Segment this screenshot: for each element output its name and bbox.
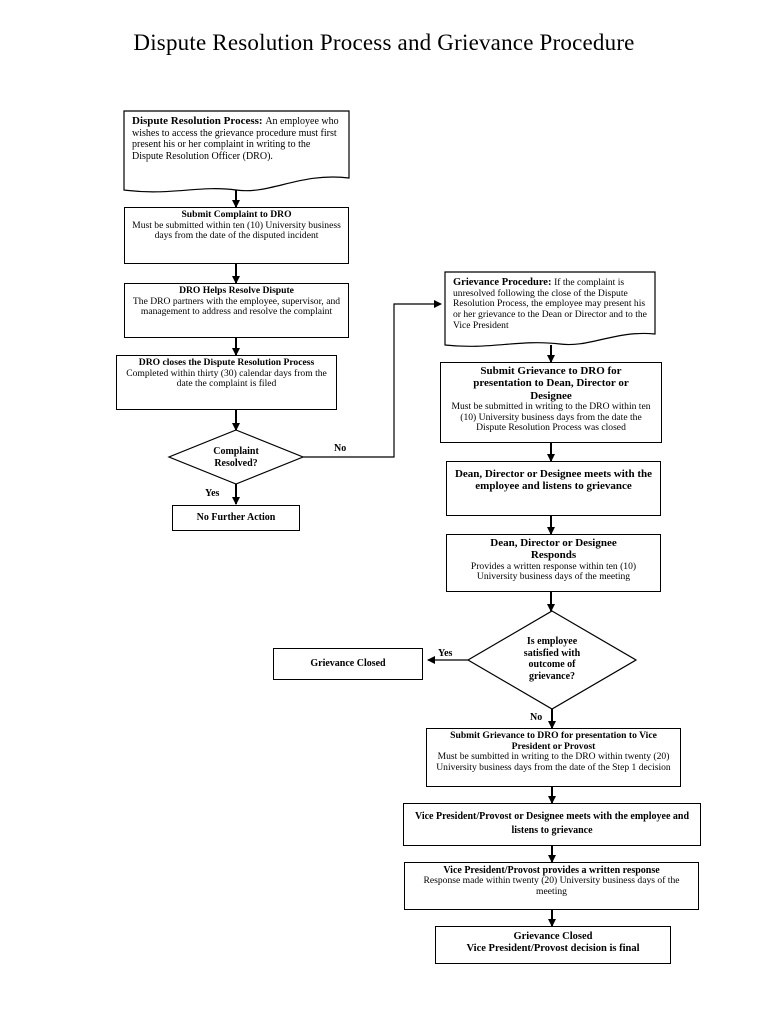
dean-responds-heading: Dean, Director or Designee Responds <box>490 537 617 562</box>
submit-grievance-dean-text: Must be submitted in writing to the DRO … <box>451 400 651 434</box>
complaint-resolved-diamond <box>167 429 305 485</box>
right-start-box: Grievance Procedure: If the complaint is… <box>445 273 655 337</box>
right-no-label: No <box>530 712 543 723</box>
vp-meets-box: Vice President/Provost or Designee meets… <box>403 803 701 846</box>
final-line2: Vice President/Provost decision is final <box>466 942 640 954</box>
submit-grievance-dean-box: Submit Grievance to DRO for presentation… <box>440 362 662 443</box>
dro-helps-heading: DRO Helps Resolve Dispute <box>179 285 294 296</box>
submit-complaint-heading: Submit Complaint to DRO <box>181 209 292 220</box>
grievance-procedure-heading: Grievance Procedure: <box>453 277 555 288</box>
vp-responds-box: Vice President/Provost provides a writte… <box>404 862 699 910</box>
vp-responds-text: Response made within twenty (20) Univers… <box>423 875 680 897</box>
no-further-action-box: No Further Action <box>172 505 300 531</box>
dean-responds-text: Provides a written response within ten (… <box>470 560 637 583</box>
no-further-action-text: No Further Action <box>196 512 276 523</box>
dro-closes-heading: DRO closes the Dispute Resolution Proces… <box>138 357 315 368</box>
submit-grievance-vp-heading: Submit Grievance to DRO for presentation… <box>450 730 657 752</box>
page-title: Dispute Resolution Process and Grievance… <box>133 30 635 55</box>
final-decision-box: Grievance Closed Vice President/Provost … <box>435 926 671 964</box>
left-yes-label: Yes <box>205 488 220 499</box>
dispute-resolution-heading: Dispute Resolution Process: <box>132 115 266 127</box>
left-start-box: Dispute Resolution Process: An employee … <box>124 111 349 181</box>
right-yes-label: Yes <box>438 648 453 659</box>
dro-closes-text: Completed within thirty (30) calendar da… <box>126 367 327 390</box>
submit-grievance-vp-box: Submit Grievance to DRO for presentation… <box>426 728 681 787</box>
submit-grievance-dean-heading: Submit Grievance to DRO for presentation… <box>473 365 629 402</box>
dro-helps-text: The DRO partners with the employee, supe… <box>132 295 341 318</box>
submit-complaint-box: Submit Complaint to DRO Must be submitte… <box>124 207 349 264</box>
dro-helps-box: DRO Helps Resolve Dispute The DRO partne… <box>124 283 349 338</box>
dispute-resolution-text: An employee who wishes to access the gri… <box>132 116 339 163</box>
grievance-closed-text: Grievance Closed <box>310 658 386 669</box>
employee-satisfied-label: Is employee satisfied with outcome of gr… <box>523 636 581 682</box>
complaint-resolved-label: Complaint Resolved? <box>213 446 259 469</box>
dro-closes-box: DRO closes the Dispute Resolution Proces… <box>116 355 337 410</box>
submit-grievance-vp-text: Must be sumbitted in writing to the DRO … <box>436 751 671 774</box>
grievance-closed-box: Grievance Closed <box>273 648 423 680</box>
vp-meets-text: Vice President/Provost or Designee meets… <box>414 811 690 836</box>
grievance-procedure-text: If the complaint is unresolved following… <box>453 277 647 331</box>
dean-meets-text: Dean, Director or Designee meets with th… <box>454 468 653 493</box>
submit-complaint-text: Must be submitted within ten (10) Univer… <box>132 219 341 242</box>
vp-responds-heading: Vice President/Provost provides a writte… <box>443 865 660 876</box>
left-no-label: No <box>334 443 347 454</box>
dean-meets-box: Dean, Director or Designee meets with th… <box>446 461 661 516</box>
final-line1: Grievance Closed <box>513 931 593 942</box>
right-start-doc-shape <box>444 271 656 347</box>
dean-responds-box: Dean, Director or Designee Responds Prov… <box>446 534 661 592</box>
